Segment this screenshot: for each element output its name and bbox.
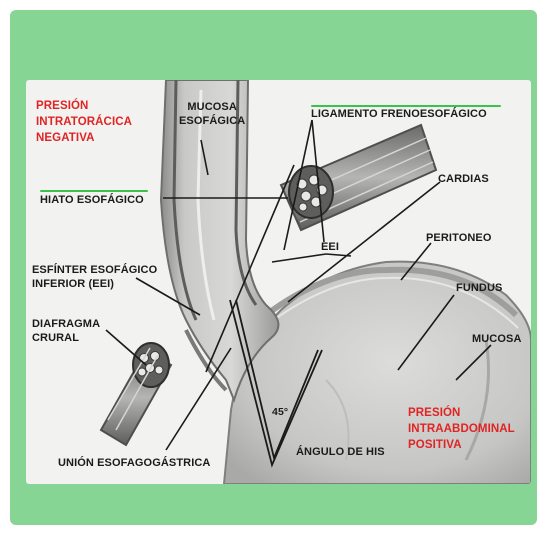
label-peritoneo: PERITONEO (426, 231, 492, 245)
label-fundus: FUNDUS (456, 281, 502, 295)
diaphragm-right (281, 125, 436, 230)
label-eei: EEI (321, 240, 339, 254)
diaphragm-crus-left (101, 343, 171, 445)
label-mucosa: MUCOSA (472, 332, 522, 346)
label-esfinter: ESFÍNTER ESOFÁGICO INFERIOR (EEI) (32, 263, 157, 291)
diagram-panel: PRESIÓN INTRATORÁCICA NEGATIVA MUCOSA ES… (26, 80, 531, 484)
label-union: UNIÓN ESOFAGOGÁSTRICA (58, 456, 210, 470)
label-hiato: HIATO ESOFÁGICO (40, 193, 144, 207)
label-cardias: CARDIAS (438, 172, 489, 186)
label-presion-intratoracica: PRESIÓN INTRATORÁCICA NEGATIVA (36, 98, 132, 146)
hiato-underline (40, 190, 148, 192)
label-presion-intraabdominal: PRESIÓN INTRAABDOMINAL POSITIVA (408, 405, 515, 453)
label-ligamento: LIGAMENTO FRENOESOFÁGICO (311, 107, 487, 121)
label-angle-value: 45° (272, 405, 288, 419)
label-diafragma: DIAFRAGMA CRURAL (32, 317, 100, 345)
label-mucosa-esofagica: MUCOSA ESOFÁGICA (179, 100, 245, 128)
label-angulo: ÁNGULO DE HIS (296, 445, 385, 459)
ligamento-underline (311, 105, 501, 107)
